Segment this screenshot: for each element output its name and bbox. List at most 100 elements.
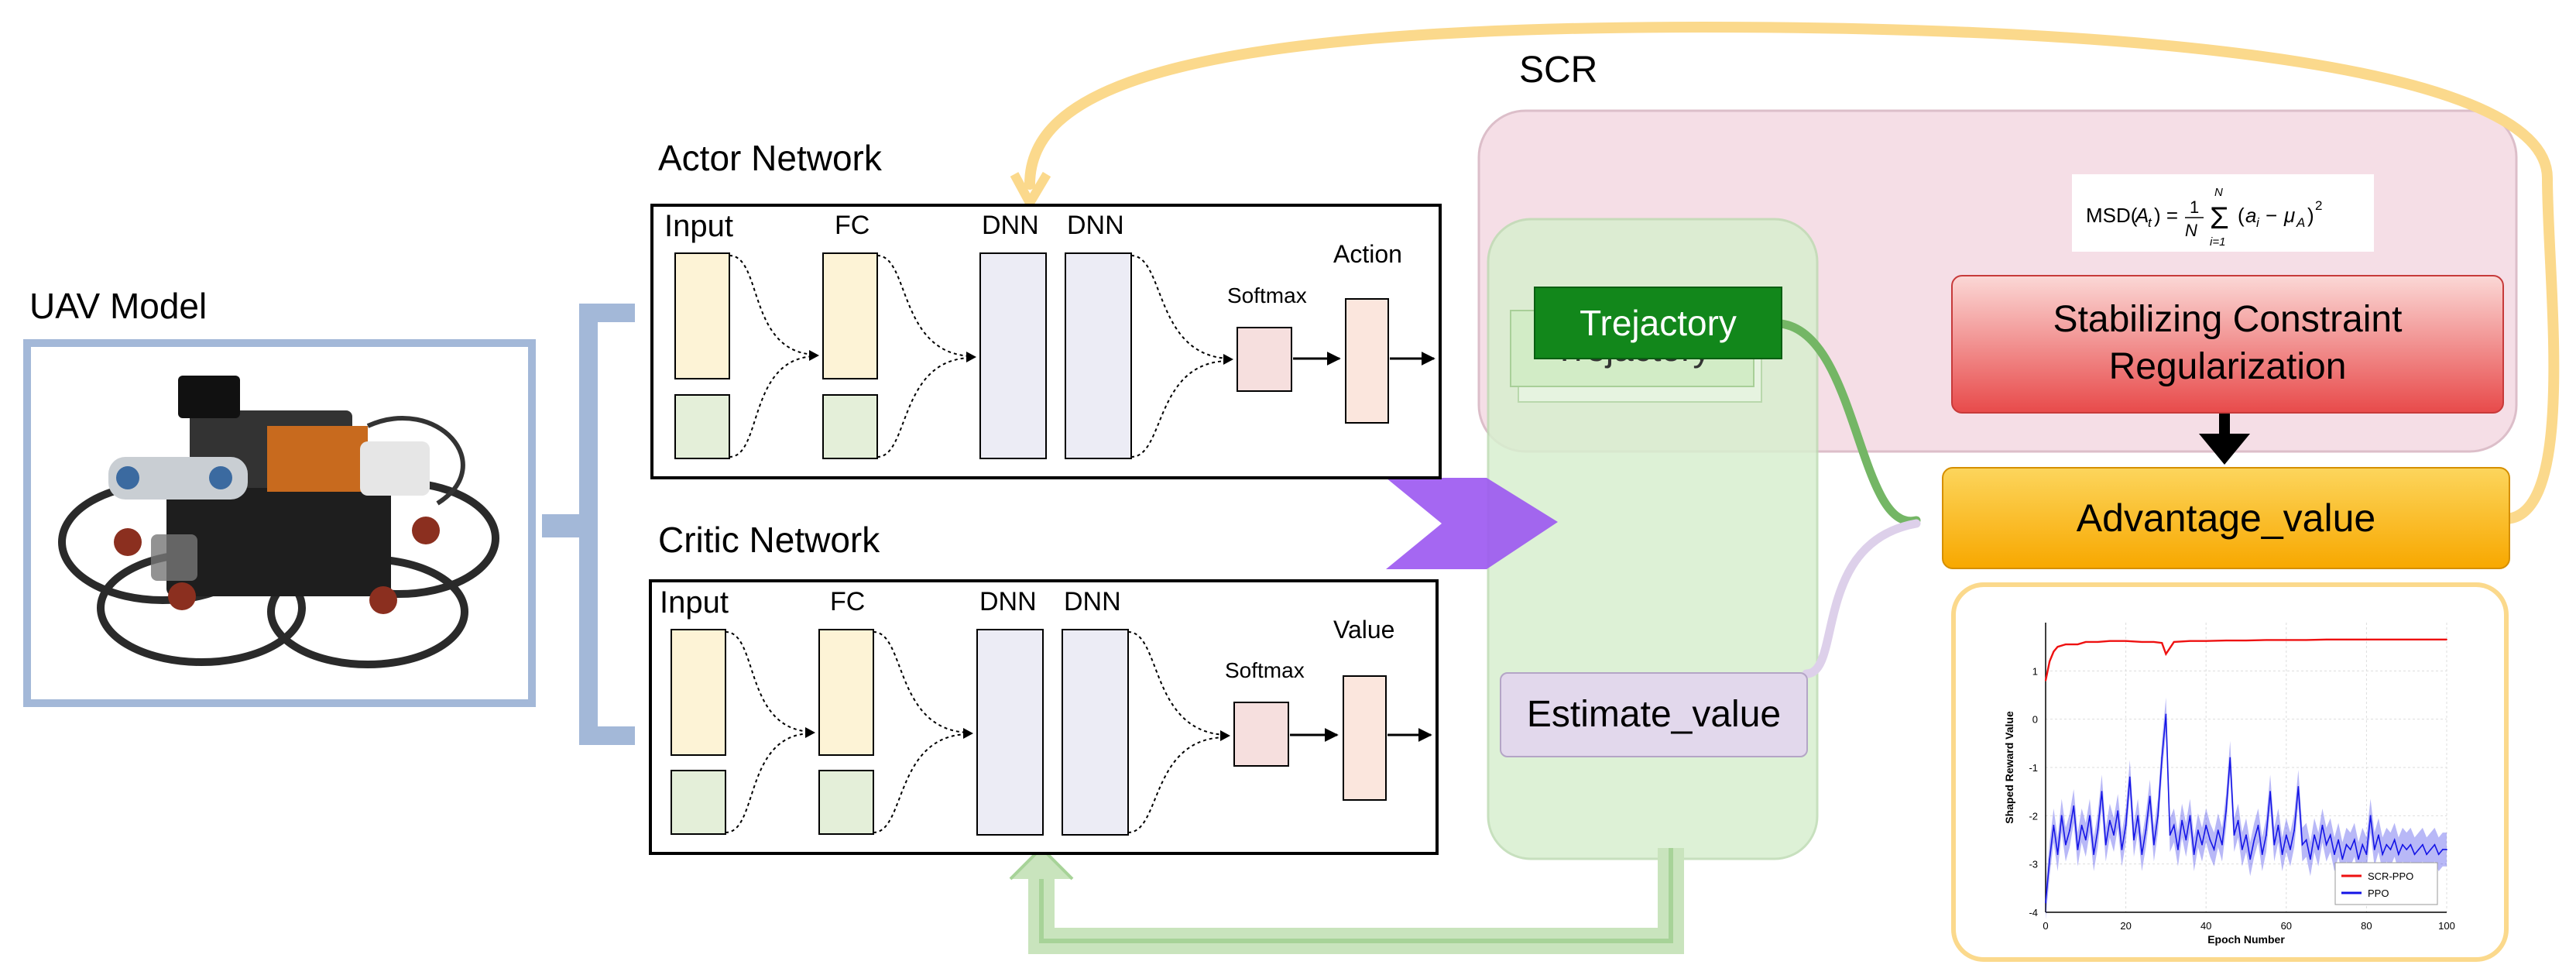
x-axis-label: Epoch Number bbox=[2207, 933, 2285, 946]
trajectory-card: Trejactory bbox=[1534, 287, 1782, 359]
svg-text:Σ: Σ bbox=[2210, 201, 2229, 235]
data-point bbox=[2249, 858, 2252, 860]
svg-text:μ: μ bbox=[2283, 204, 2295, 227]
data-point bbox=[2301, 843, 2303, 846]
data-point bbox=[2133, 839, 2135, 841]
data-point bbox=[2108, 640, 2111, 642]
actor-fc-block-small bbox=[822, 394, 878, 459]
estimate-to-advantage-arrow bbox=[1802, 519, 1921, 678]
data-point bbox=[2221, 843, 2223, 846]
data-point bbox=[2446, 638, 2447, 640]
actor-dnn1-label: DNN bbox=[982, 211, 1039, 240]
data-point bbox=[2358, 858, 2359, 860]
data-point bbox=[2305, 639, 2307, 641]
x-tick-label: 60 bbox=[2281, 920, 2292, 932]
data-point bbox=[2373, 849, 2375, 850]
data-point bbox=[2434, 843, 2436, 846]
data-point bbox=[2406, 849, 2408, 850]
critic-dnn2-block bbox=[1062, 629, 1129, 836]
data-point bbox=[2406, 638, 2408, 640]
data-point bbox=[2121, 849, 2123, 850]
data-point bbox=[2329, 834, 2331, 836]
actor-dashed-links bbox=[729, 255, 1230, 458]
critic-value-block bbox=[1343, 675, 1387, 801]
data-point bbox=[2073, 805, 2075, 807]
data-point bbox=[2225, 810, 2227, 812]
data-point bbox=[2437, 853, 2440, 856]
critic-softmax-block bbox=[1233, 702, 1289, 767]
data-point bbox=[2197, 829, 2199, 831]
series-line-scr-ppo bbox=[2044, 638, 2447, 681]
data-point bbox=[2056, 853, 2059, 856]
data-point bbox=[2056, 646, 2059, 648]
data-point bbox=[2325, 843, 2327, 846]
data-point bbox=[2309, 858, 2311, 860]
data-point bbox=[2338, 839, 2340, 841]
uav-model-label: UAV Model bbox=[29, 286, 208, 326]
data-point bbox=[2077, 644, 2079, 645]
data-point bbox=[2273, 843, 2276, 846]
critic-input-block bbox=[671, 629, 726, 756]
data-point bbox=[2177, 849, 2179, 850]
actor-dnn2-block bbox=[1065, 252, 1132, 459]
data-point bbox=[2417, 849, 2420, 850]
return-arrow-core bbox=[1039, 848, 1673, 943]
actor-fc-label: FC bbox=[835, 211, 870, 240]
actor-softmax-label: Softmax bbox=[1227, 283, 1307, 307]
advantage-value-box: Advantage_value bbox=[1942, 467, 2510, 569]
critic-network-title: Critic Network bbox=[658, 520, 880, 560]
data-point bbox=[2345, 843, 2348, 846]
data-point bbox=[2317, 849, 2320, 850]
svg-text:) =: ) = bbox=[2154, 204, 2178, 227]
data-point bbox=[2430, 849, 2432, 850]
data-point bbox=[2261, 853, 2263, 856]
data-point bbox=[2245, 834, 2247, 836]
svg-text:A: A bbox=[2134, 204, 2149, 227]
data-point bbox=[2113, 834, 2115, 836]
data-point bbox=[2149, 795, 2151, 798]
actor-network-title: Actor Network bbox=[658, 138, 882, 178]
data-point bbox=[2189, 815, 2191, 817]
critic-dnn1-label: DNN bbox=[979, 587, 1037, 616]
critic-dnn2-label: DNN bbox=[1064, 587, 1121, 616]
svg-text:1: 1 bbox=[2190, 197, 2199, 217]
legend-label: SCR-PPO bbox=[2368, 870, 2413, 882]
data-point bbox=[2334, 853, 2335, 856]
data-point bbox=[2353, 839, 2355, 841]
purple-chevron-arrow bbox=[1386, 478, 1558, 569]
svg-text:i: i bbox=[2256, 215, 2260, 230]
data-point bbox=[2049, 858, 2051, 860]
data-point bbox=[2152, 843, 2155, 846]
critic-softmax-label: Softmax bbox=[1225, 658, 1305, 682]
data-point bbox=[2257, 824, 2259, 826]
critic-input-block-small bbox=[671, 770, 726, 835]
estimate-value-box: Estimate_value bbox=[1500, 672, 1808, 757]
data-point bbox=[2217, 829, 2219, 831]
legend-label: PPO bbox=[2368, 887, 2389, 899]
uav-bracket bbox=[579, 304, 635, 745]
critic-fc-block bbox=[818, 629, 874, 756]
uav-connector bbox=[542, 514, 588, 537]
data-point bbox=[2321, 824, 2324, 826]
actor-input-block bbox=[674, 252, 730, 379]
data-point bbox=[2065, 843, 2067, 846]
data-point bbox=[2165, 713, 2167, 716]
data-point bbox=[2209, 839, 2211, 841]
data-point bbox=[2362, 843, 2364, 846]
actor-input-label: Input bbox=[664, 209, 733, 243]
data-point bbox=[2141, 853, 2143, 856]
data-point bbox=[2152, 641, 2155, 643]
data-point bbox=[2426, 638, 2427, 640]
data-point bbox=[2157, 815, 2159, 817]
data-point bbox=[2382, 853, 2384, 856]
scr-title: SCR bbox=[1519, 50, 1598, 91]
data-point bbox=[2053, 824, 2055, 826]
data-point bbox=[2237, 819, 2239, 822]
constraint-line-2: Regularization bbox=[2108, 346, 2347, 387]
data-point bbox=[2108, 819, 2111, 822]
data-point bbox=[2137, 815, 2139, 817]
critic-input-label: Input bbox=[660, 585, 729, 620]
y-tick-label: -1 bbox=[2029, 762, 2038, 774]
y-tick-label: -3 bbox=[2029, 859, 2038, 870]
return-arrow bbox=[1028, 848, 1684, 954]
